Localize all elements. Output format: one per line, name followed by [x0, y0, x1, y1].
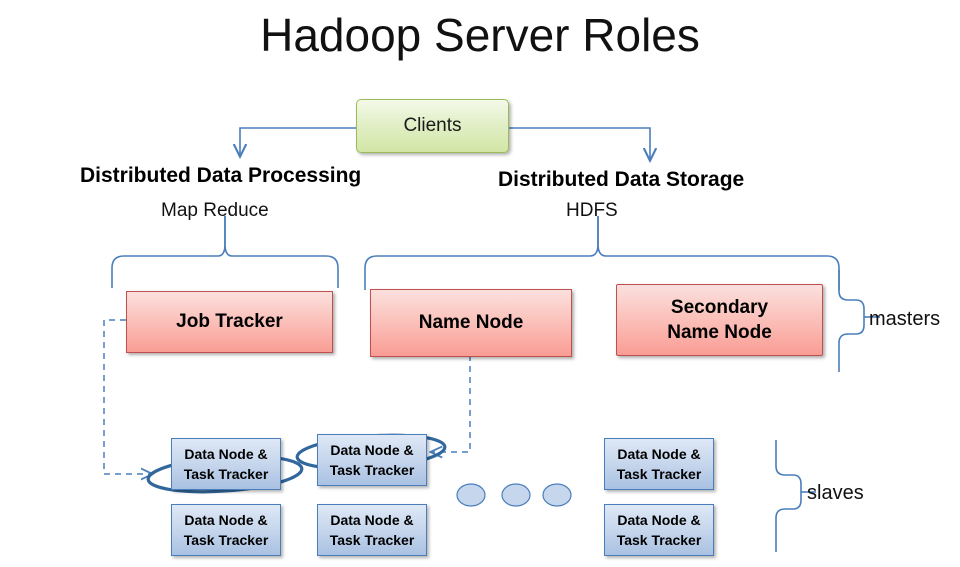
node-data-node-task-tracker[interactable]: Data Node & Task Tracker — [604, 438, 714, 490]
brace-map-reduce — [111, 216, 339, 288]
node-data-node-task-tracker[interactable]: Data Node & Task Tracker — [317, 504, 427, 556]
node-label: Name Node — [418, 312, 524, 334]
node-label-line1: Data Node & — [617, 511, 701, 528]
node-data-node-task-tracker[interactable]: Data Node & Task Tracker — [171, 504, 281, 556]
page-title: Hadoop Server Roles — [260, 9, 700, 61]
brace-hdfs — [364, 216, 840, 290]
node-label-line2: Task Tracker — [329, 532, 415, 548]
node-label-line1: Data Node & — [330, 441, 414, 458]
group-label-slaves: slaves — [807, 482, 864, 504]
node-data-node-task-tracker[interactable]: Data Node & Task Tracker — [604, 504, 714, 556]
node-label-line1: Data Node & — [184, 445, 268, 462]
connector-clients-to-storage — [507, 127, 650, 160]
node-label: Job Tracker — [176, 311, 283, 333]
node-label-line2: Task Tracker — [329, 462, 415, 478]
clients-label: Clients — [403, 115, 462, 136]
node-label-line2: Task Tracker — [616, 532, 702, 548]
connector-namenode-to-datanode — [431, 355, 471, 452]
node-secondary-name-node[interactable]: Secondary Name Node — [616, 284, 823, 356]
clients-box[interactable]: Clients — [356, 99, 509, 153]
ellipsis-dots — [456, 483, 572, 507]
node-label-line1: Data Node & — [330, 511, 414, 528]
node-data-node-task-tracker[interactable]: Data Node & Task Tracker — [317, 434, 427, 486]
node-label-line2: Task Tracker — [183, 532, 269, 548]
node-data-node-task-tracker[interactable]: Data Node & Task Tracker — [171, 438, 281, 490]
section-heading-processing: Distributed Data Processing — [80, 164, 362, 187]
node-name-node[interactable]: Name Node — [370, 289, 572, 357]
connector-clients-to-processing — [240, 127, 356, 156]
section-subtitle-map-reduce: Map Reduce — [161, 200, 269, 221]
node-job-tracker[interactable]: Job Tracker — [126, 291, 333, 353]
section-subtitle-hdfs: HDFS — [566, 200, 618, 221]
node-label-line2: Task Tracker — [616, 466, 702, 482]
group-label-masters: masters — [869, 308, 941, 330]
section-heading-storage: Distributed Data Storage — [498, 168, 745, 191]
node-label-line2: Task Tracker — [183, 466, 269, 482]
node-label-line1: Data Node & — [184, 511, 268, 528]
node-label-line2: Name Node — [667, 322, 772, 343]
node-label-line1: Secondary — [670, 296, 769, 318]
node-label-line1: Data Node & — [617, 445, 701, 462]
